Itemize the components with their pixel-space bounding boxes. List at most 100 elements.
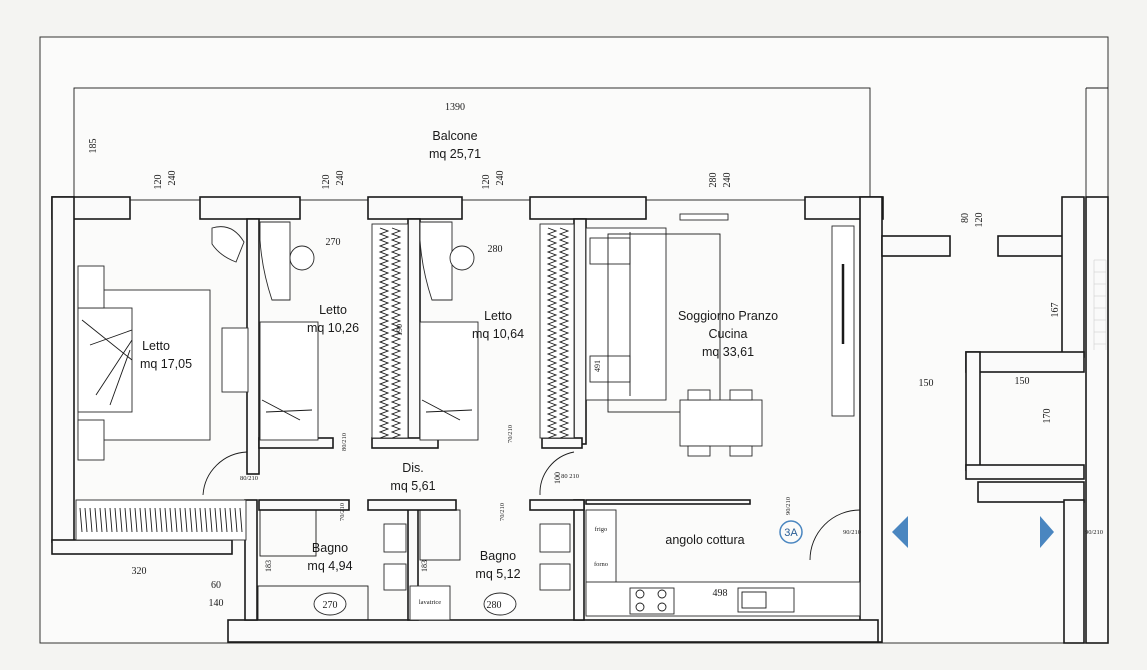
wardrobes (75, 223, 575, 541)
wardrobe-hanger-pattern (159, 507, 163, 533)
dim-150-left: 150 (919, 378, 934, 389)
wardrobe-hanger-pattern (169, 507, 173, 533)
right-arrow-icon (1040, 516, 1054, 548)
wardrobe-hanger-pattern (79, 507, 83, 533)
wardrobe-hanger-pattern (378, 227, 390, 439)
desk-chair (289, 245, 315, 271)
wardrobe-hanger-pattern (184, 507, 188, 533)
wardrobe-hanger-pattern (558, 227, 570, 439)
dim-270-bottom: 270 (323, 600, 338, 611)
wardrobe-hanger-pattern (239, 507, 243, 533)
room-area-letto-2: mq 10,26 (307, 321, 359, 335)
dim-window-5-width: 80 (960, 213, 971, 223)
dim-window-3-height: 240 (495, 171, 506, 186)
dim-170: 170 (1042, 409, 1053, 424)
wardrobe-hatching (79, 227, 570, 533)
door-swings (202, 451, 861, 561)
kitchen-counter (585, 509, 861, 617)
single-bed (419, 321, 479, 441)
rug (607, 233, 721, 413)
door-label-soggiorno: 80 210 (561, 473, 579, 480)
room-name-angolo-cottura: angolo cottura (665, 533, 744, 547)
wardrobe-hanger-pattern (199, 507, 203, 533)
unit-badge-label: 3A (784, 527, 798, 539)
wardrobe-hanger-pattern (129, 507, 133, 533)
bathroom-2-fixtures (409, 509, 571, 621)
dim-window-4-width: 280 (708, 173, 719, 188)
balcony-outline (73, 87, 871, 201)
wardrobe-hanger-pattern (99, 507, 103, 533)
nightstand (77, 419, 105, 461)
wardrobe-hanger-pattern (124, 507, 128, 533)
wardrobe-hanger-pattern (144, 507, 148, 533)
dim-167: 167 (1050, 303, 1061, 318)
window-sill (679, 213, 729, 221)
wardrobe-hanger-pattern (149, 507, 153, 533)
wardrobe-hanger-pattern (189, 507, 193, 533)
dim-balcony-width: 1390 (445, 102, 465, 113)
dim-window-3-width: 120 (481, 175, 492, 190)
room-area-letto-3: mq 10,64 (472, 327, 524, 341)
bathroom-1-fixtures (257, 509, 407, 621)
dim-140: 140 (209, 598, 224, 609)
wardrobe-hanger-pattern (174, 507, 178, 533)
wardrobe-hanger-pattern (209, 507, 213, 533)
wardrobe-hanger-pattern (94, 507, 98, 533)
door-label-adjacent: 90/210 (1085, 529, 1103, 536)
dim-room-3-width: 280 (488, 244, 503, 255)
door-label-letto-1: 80/210 (240, 475, 258, 482)
door-label-ingresso: 90/210 (843, 529, 861, 536)
label-lavatrice: lavatrice (419, 599, 441, 606)
dim-183-left: 183 (264, 560, 273, 572)
dim-280-bottom: 280 (487, 600, 502, 611)
door-label-bagno-1: 70/210 (339, 503, 346, 521)
dim-183-right: 183 (420, 560, 429, 572)
wardrobe-hanger-pattern (84, 507, 88, 533)
wardrobe-hanger-pattern (214, 507, 218, 533)
wardrobe-hanger-pattern (194, 507, 198, 533)
desk-chair (449, 245, 475, 271)
armchair (211, 226, 245, 263)
wardrobe-hanger-pattern (139, 507, 143, 533)
room-area-balcone: mq 25,71 (429, 147, 481, 161)
wardrobe-hanger-pattern (109, 507, 113, 533)
wardrobe-hanger-pattern (219, 507, 223, 533)
label-frigo: frigo (595, 526, 608, 533)
wardrobe-hanger-pattern (390, 227, 402, 439)
door-label-cucina: 90/210 (785, 497, 792, 515)
wardrobe-hanger-pattern (204, 507, 208, 533)
label-forno: forno (594, 561, 608, 568)
dresser (221, 327, 249, 393)
room-name-letto-1: Letto (142, 339, 170, 353)
wardrobe-hanger-pattern (104, 507, 108, 533)
room-name-letto-3: Letto (484, 309, 512, 323)
wardrobe-hanger-pattern (229, 507, 233, 533)
dim-balcony-depth: 185 (88, 139, 99, 154)
door-label-letto-2: 80/210 (341, 433, 348, 451)
dim-491: 491 (593, 360, 602, 372)
dim-window-4-height: 240 (722, 173, 733, 188)
unit-badge (779, 520, 803, 544)
room-area-soggiorno: mq 33,61 (702, 345, 754, 359)
dim-60: 60 (211, 580, 221, 591)
nightstand (77, 265, 105, 309)
door-label-letto-3: 70/210 (507, 425, 514, 443)
dim-498: 498 (713, 588, 728, 599)
room-area-letto-1: mq 17,05 (140, 357, 192, 371)
room-name-bagno-2: Bagno (480, 549, 516, 563)
room-name-dis: Dis. (402, 461, 424, 475)
wardrobe-hanger-pattern (224, 507, 228, 533)
dim-100: 100 (553, 472, 562, 484)
dim-window-2-width: 120 (321, 175, 332, 190)
wardrobe-hanger-pattern (179, 507, 183, 533)
dim-150-right: 150 (1015, 376, 1030, 387)
outer-walls (51, 196, 1109, 644)
wardrobe-hanger-pattern (164, 507, 168, 533)
room-name-cucina: Cucina (709, 327, 748, 341)
single-bed (259, 321, 319, 441)
room-name-letto-2: Letto (319, 303, 347, 317)
room-area-bagno-2: mq 5,12 (475, 567, 520, 581)
desk (259, 221, 291, 301)
room-name-balcone: Balcone (432, 129, 477, 143)
room-area-bagno-1: mq 4,94 (307, 559, 352, 573)
